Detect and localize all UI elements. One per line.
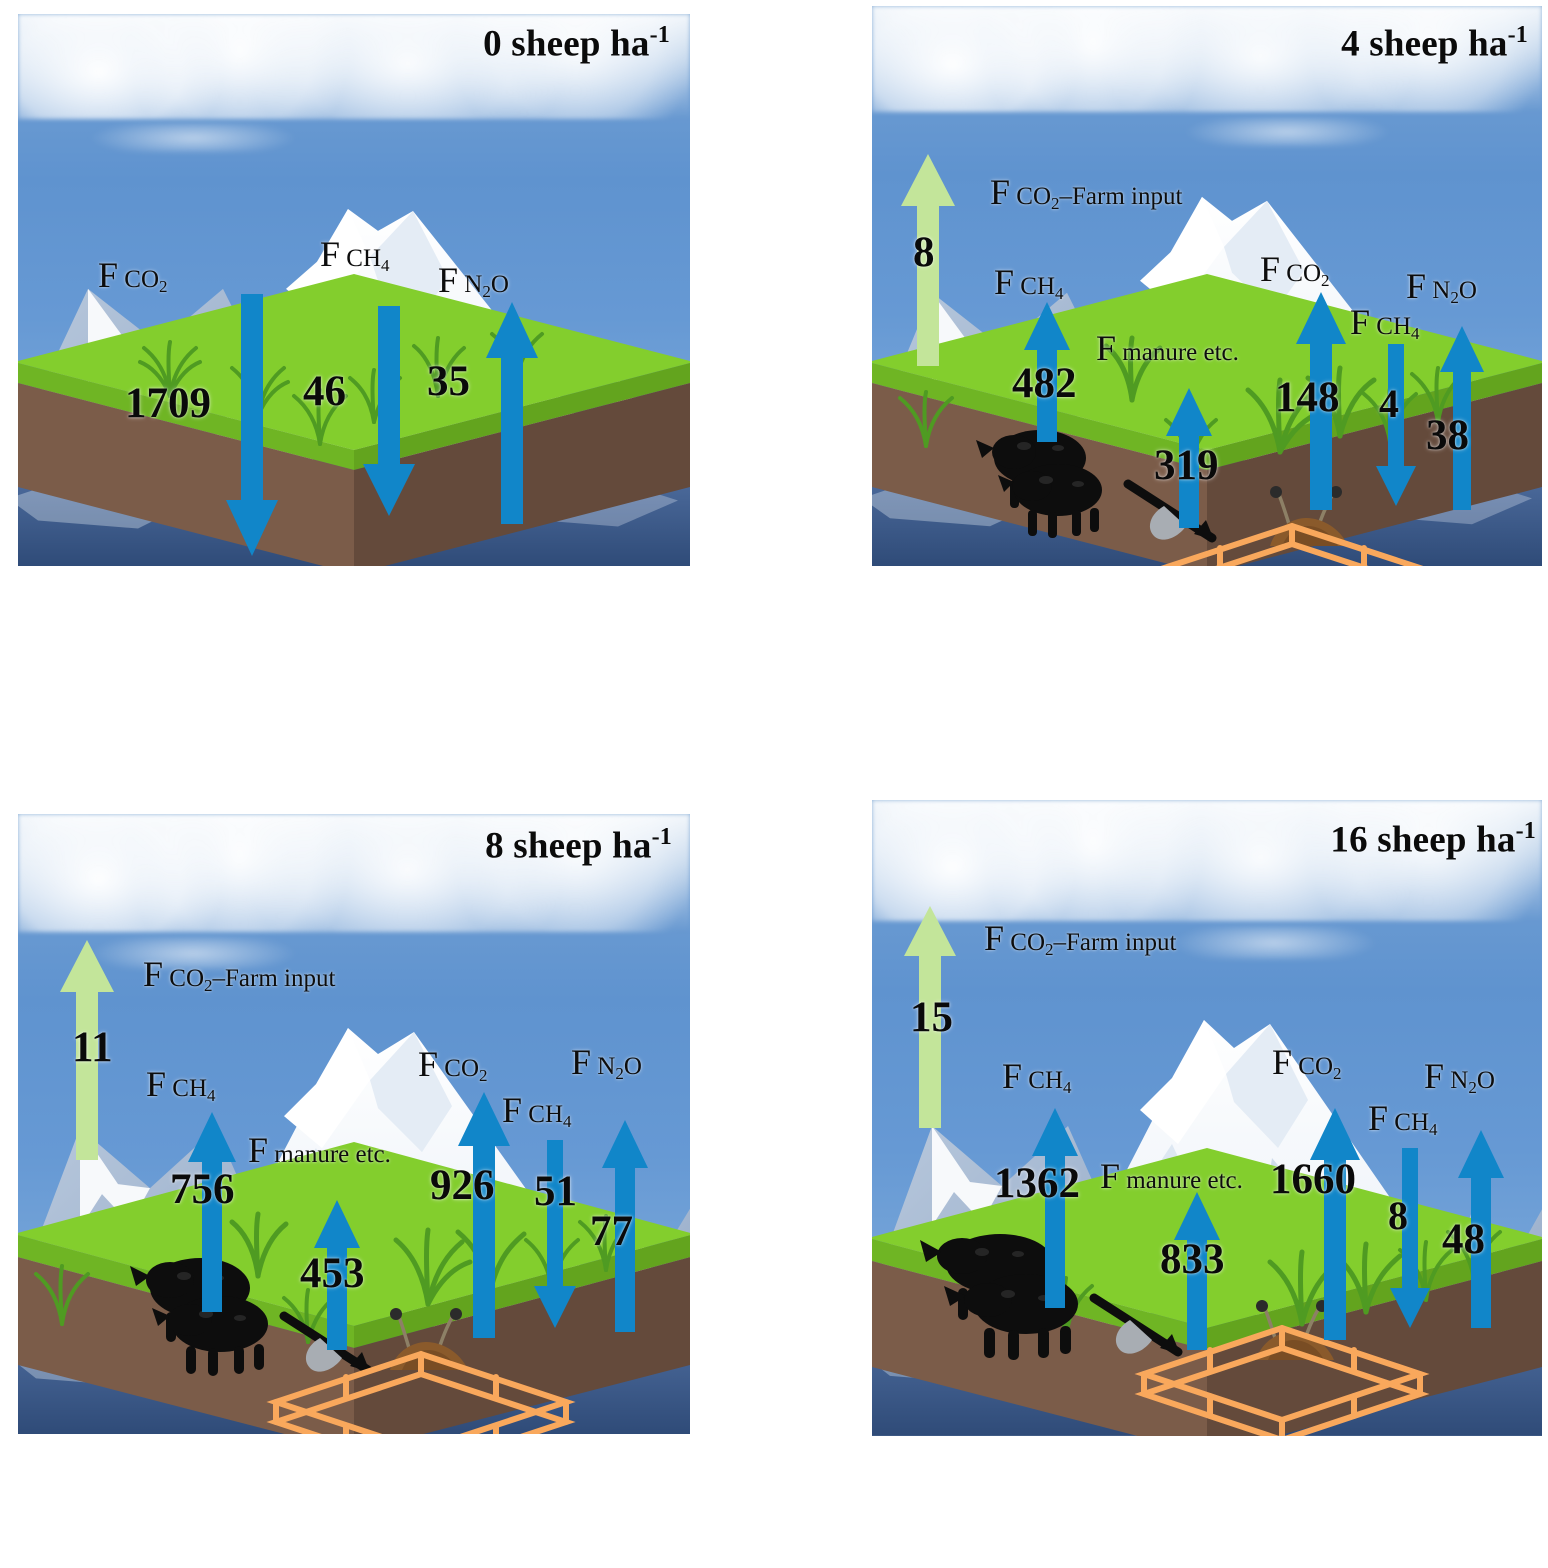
- flux-arrow-f-n2o-up: [1440, 326, 1484, 510]
- shovel-pointer-arrow: [1120, 476, 1310, 566]
- flux-arrow-f-ch4-down: [363, 306, 415, 516]
- panel-title: 16 sheep ha-1: [1330, 818, 1536, 861]
- flux-arrow-f-ch4-soil-down: [534, 1140, 576, 1328]
- flux-arrow-f-ch4-soil-down: [1376, 344, 1416, 506]
- flux-value-f-n2o: 38: [1426, 412, 1469, 459]
- flux-label-f-n2o: F N2O: [1424, 1056, 1495, 1097]
- fence-enclosure: [1142, 516, 1442, 566]
- flux-value-f-manure-etc: 319: [1154, 442, 1219, 489]
- flux-value-f-co2: 148: [1275, 374, 1340, 421]
- flux-value-f-co2-farm-input: 8: [913, 229, 935, 276]
- flux-label-f-ch4-enteric: F CH4: [146, 1064, 216, 1105]
- shovel-pointer-arrow: [1086, 1290, 1276, 1386]
- flux-arrow-f-n2o-up: [602, 1120, 648, 1332]
- flux-value-f-ch4-soil: 8: [1388, 1193, 1408, 1238]
- flux-value-f-ch4-soil: 51: [534, 1168, 577, 1215]
- flux-label-f-ch4-soil: F CH4: [1368, 1098, 1438, 1139]
- panel-title: 4 sheep ha-1: [1341, 22, 1528, 65]
- flux-label-f-n2o: F N2O: [1406, 266, 1477, 307]
- flux-value-f-ch4-enteric: 756: [170, 1166, 235, 1213]
- flux-label-f-manure-etc: F manure etc.: [248, 1130, 391, 1170]
- flux-label-f-ch4-soil: F CH4: [1350, 302, 1420, 343]
- flux-arrow-f-manure-etc-up: [314, 1200, 360, 1350]
- flux-arrow-f-ch4-enteric-up: [1024, 302, 1070, 442]
- flux-label-f-ch4-enteric: F CH4: [1002, 1056, 1072, 1097]
- flux-value-f-ch4-enteric: 1362: [994, 1160, 1080, 1207]
- livestock-sheep-group: [108, 1246, 328, 1376]
- wispy-cloud: [44, 124, 341, 152]
- fence-enclosure: [266, 1344, 576, 1434]
- fence-enclosure: [1134, 1318, 1430, 1436]
- flux-arrow-f-ch4-enteric-up: [188, 1112, 236, 1312]
- livestock-sheep-group: [954, 418, 1154, 538]
- flux-label-f-co2: F CO2: [98, 255, 168, 296]
- flux-value-f-ch4-soil: 4: [1379, 381, 1399, 426]
- flux-value-f-ch4: 46: [303, 368, 346, 415]
- flux-label-f-manure-etc: F manure etc.: [1096, 328, 1239, 368]
- flux-value-f-n2o: 77: [590, 1208, 633, 1255]
- flux-arrow-f-co2-farm-input-up: [901, 154, 955, 366]
- cloud-band: [872, 800, 1542, 921]
- panel-4-sheep: 4 sheep ha-1 F CO2–Farm input 8 F CH4 48…: [872, 6, 1542, 566]
- soil-block: [18, 1142, 690, 1434]
- panel-title: 0 sheep ha-1: [483, 22, 670, 65]
- flux-label-f-co2-farm-input: F CO2–Farm input: [143, 954, 336, 995]
- flux-arrow-f-co2-down: [226, 294, 278, 556]
- wispy-cloud: [1140, 118, 1435, 146]
- flux-value-f-n2o: 35: [427, 358, 470, 405]
- flux-value-f-co2-farm-input: 15: [910, 994, 953, 1041]
- flux-arrow-f-co2-up: [1296, 292, 1346, 510]
- wispy-cloud: [1126, 927, 1422, 959]
- flux-label-f-co2: F CO2: [1272, 1042, 1342, 1083]
- flux-value-f-n2o: 48: [1442, 1216, 1485, 1263]
- flux-arrow-f-n2o-up: [1458, 1130, 1504, 1328]
- flux-arrow-f-co2-farm-input-up: [904, 906, 956, 1128]
- flux-arrow-f-ch4-soil-down: [1390, 1148, 1430, 1328]
- panel-16-sheep: 16 sheep ha-1 F CO2–Farm input 15 F CH4 …: [872, 800, 1542, 1436]
- flux-value-f-co2: 926: [430, 1162, 495, 1209]
- flux-label-f-co2-farm-input: F CO2–Farm input: [984, 918, 1177, 959]
- flux-label-f-ch4-soil: F CH4: [502, 1090, 572, 1131]
- flux-arrow-f-co2-up: [458, 1092, 510, 1338]
- flux-label-f-ch4: F CH4: [320, 234, 390, 275]
- shovel-pointer-arrow: [276, 1308, 466, 1404]
- flux-value-f-ch4-enteric: 482: [1012, 360, 1077, 407]
- flux-arrow-f-manure-etc-up: [1166, 388, 1212, 528]
- panel-0-sheep: 0 sheep ha-1 F CO2 1709 F CH4 46 F N2O: [18, 14, 690, 566]
- flux-label-f-ch4-enteric: F CH4: [994, 262, 1064, 303]
- flux-value-f-manure-etc: 833: [1160, 1236, 1225, 1283]
- flux-arrow-f-co2-farm-input-up: [60, 940, 114, 1160]
- panel-title: 8 sheep ha-1: [485, 824, 672, 867]
- flux-label-f-co2: F CO2: [1260, 249, 1330, 290]
- flux-arrow-f-co2-up: [1310, 1108, 1360, 1340]
- flux-label-f-co2: F CO2: [418, 1044, 488, 1085]
- cloud-band: [872, 6, 1542, 113]
- flux-label-f-manure-etc: F manure etc.: [1100, 1156, 1243, 1196]
- flux-label-f-co2-farm-input: F CO2–Farm input: [990, 172, 1183, 213]
- panel-8-sheep: 8 sheep ha-1 F CO2–Farm input 11 F CH4 7…: [18, 814, 690, 1434]
- flux-value-f-manure-etc: 453: [300, 1250, 365, 1297]
- flux-value-f-co2: 1660: [1270, 1156, 1356, 1203]
- flux-value-f-co2: 1709: [125, 380, 211, 427]
- flux-label-f-n2o: F N2O: [438, 260, 509, 301]
- flux-arrow-f-manure-etc-up: [1174, 1192, 1220, 1350]
- flux-value-f-co2-farm-input: 11: [72, 1024, 113, 1071]
- flux-arrow-f-ch4-enteric-up: [1032, 1108, 1078, 1308]
- cloud-band: [18, 14, 690, 119]
- flux-arrow-f-n2o-up: [486, 302, 538, 524]
- cloud-band: [18, 814, 690, 932]
- flux-label-f-n2o: F N2O: [571, 1042, 642, 1083]
